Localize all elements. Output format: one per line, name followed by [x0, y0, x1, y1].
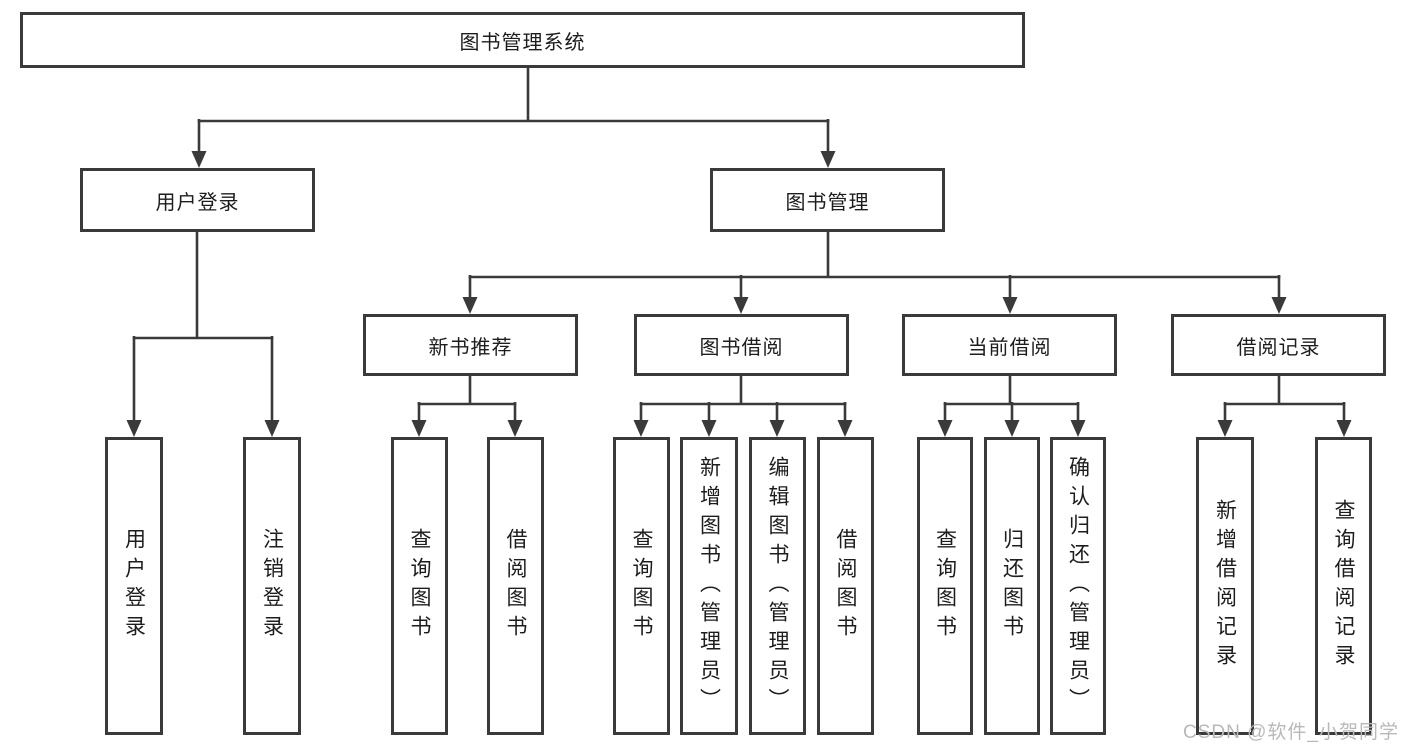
leaf-logout: 注销登录 [243, 437, 301, 735]
leaf-add-book-admin-label: 新增图书（管理员） [697, 455, 721, 717]
node-current-borrow: 当前借阅 [902, 314, 1117, 376]
node-book-borrow-label: 图书借阅 [699, 336, 784, 359]
node-book-management: 图书管理 [710, 168, 945, 232]
node-user-login: 用户登录 [80, 168, 315, 232]
leaf-query-books-borrow: 查询图书 [613, 437, 670, 735]
leaf-query-books-newbook: 查询图书 [391, 437, 448, 735]
node-root: 图书管理系统 [20, 12, 1025, 68]
node-borrow-records-label: 借阅记录 [1236, 336, 1321, 359]
leaf-borrow-books-borrow-label: 借阅图书 [834, 528, 857, 644]
leaf-query-books-borrow-label: 查询图书 [630, 528, 653, 644]
node-borrow-records: 借阅记录 [1171, 314, 1386, 376]
leaf-return-book-label: 归还图书 [1000, 528, 1024, 644]
leaf-confirm-return-admin-label: 确认归还（管理员） [1066, 455, 1090, 717]
leaf-borrow-books-borrow: 借阅图书 [817, 437, 874, 735]
leaf-logout-label: 注销登录 [260, 528, 284, 644]
leaf-borrow-books-newbook-label: 借阅图书 [504, 528, 527, 644]
leaf-add-book-admin: 新增图书（管理员） [680, 437, 738, 735]
leaf-add-borrow-record-label: 新增借阅记录 [1213, 499, 1237, 673]
leaf-return-book: 归还图书 [984, 437, 1040, 735]
leaf-edit-book-admin: 编辑图书（管理员） [749, 437, 806, 735]
node-current-borrow-label: 当前借阅 [967, 336, 1052, 359]
node-user-login-label: 用户登录 [155, 191, 240, 214]
leaf-add-borrow-record: 新增借阅记录 [1196, 437, 1254, 735]
leaf-query-borrow-record: 查询借阅记录 [1315, 437, 1372, 735]
leaf-user-login-label: 用户登录 [122, 528, 146, 644]
node-book-borrow: 图书借阅 [634, 314, 849, 376]
leaf-edit-book-admin-label: 编辑图书（管理员） [766, 455, 789, 717]
leaf-user-login: 用户登录 [105, 437, 163, 735]
leaf-query-borrow-record-label: 查询借阅记录 [1332, 499, 1355, 673]
node-book-management-label: 图书管理 [785, 191, 870, 214]
leaf-query-books-newbook-label: 查询图书 [408, 528, 431, 644]
leaf-borrow-books-newbook: 借阅图书 [487, 437, 544, 735]
leaf-confirm-return-admin: 确认归还（管理员） [1050, 437, 1106, 735]
node-new-book-recommend-label: 新书推荐 [428, 336, 513, 359]
node-new-book-recommend: 新书推荐 [363, 314, 578, 376]
leaf-query-books-current: 查询图书 [917, 437, 973, 735]
csdn-watermark: CSDN @软件_小贺同学 [1183, 722, 1399, 743]
leaf-query-books-current-label: 查询图书 [933, 528, 957, 644]
node-root-label: 图书管理系统 [459, 31, 586, 54]
